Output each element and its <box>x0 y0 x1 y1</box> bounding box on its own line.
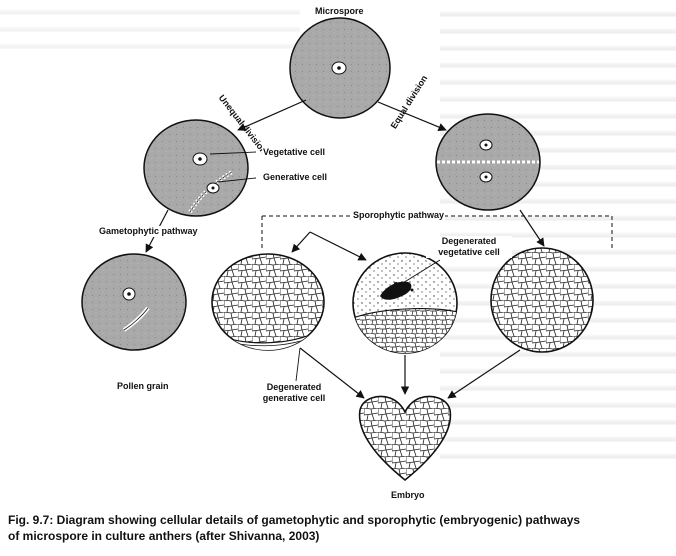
leader-lines <box>209 151 441 382</box>
arrow-left-to-embryo <box>299 347 365 399</box>
multicellular-cell-right <box>490 247 594 353</box>
equal-division-cell <box>435 113 541 211</box>
label-vegetative-cell: Vegetative cell <box>262 147 327 158</box>
pollen-grain-cell <box>81 253 187 351</box>
embryo-shape <box>358 395 452 482</box>
caption-line-2: of microspore in culture anthers (after … <box>8 529 320 543</box>
label-degenerated-vegetative-cell: Degenerated vegetative cell <box>426 236 512 258</box>
label-degenerated-generative-cell: Degenerated generative cell <box>254 382 334 404</box>
label-gametophytic-pathway: Gametophytic pathway <box>98 226 199 237</box>
label-generative-cell: Generative cell <box>262 172 329 183</box>
caption-line-1: Fig. 9.7: Diagram showing cellular detai… <box>8 513 581 527</box>
arrow-to-left-multicell <box>291 231 311 253</box>
arrow-to-degenerated <box>309 231 367 261</box>
microspore-cell <box>289 17 391 119</box>
label-pollen-grain: Pollen grain <box>116 381 170 392</box>
pathway-arrows <box>145 99 545 399</box>
background-text-texture-top <box>0 0 300 60</box>
figure-caption: Fig. 9.7: Diagram showing cellular detai… <box>8 512 670 544</box>
arrow-right-to-embryo <box>447 349 521 399</box>
arrow-unequal <box>237 99 307 131</box>
arrow-equal-down <box>519 209 545 247</box>
background-text-texture <box>440 0 676 470</box>
unequal-division-cell <box>143 119 249 217</box>
degenerated-vegetative-cell <box>352 252 458 354</box>
label-microspore: Microspore <box>314 6 365 17</box>
label-embryo: Embryo <box>390 490 426 501</box>
label-sporophytic-pathway: Sporophytic pathway <box>352 210 446 221</box>
multicellular-degenerated-generative <box>211 253 325 351</box>
arrow-equal <box>377 101 447 132</box>
